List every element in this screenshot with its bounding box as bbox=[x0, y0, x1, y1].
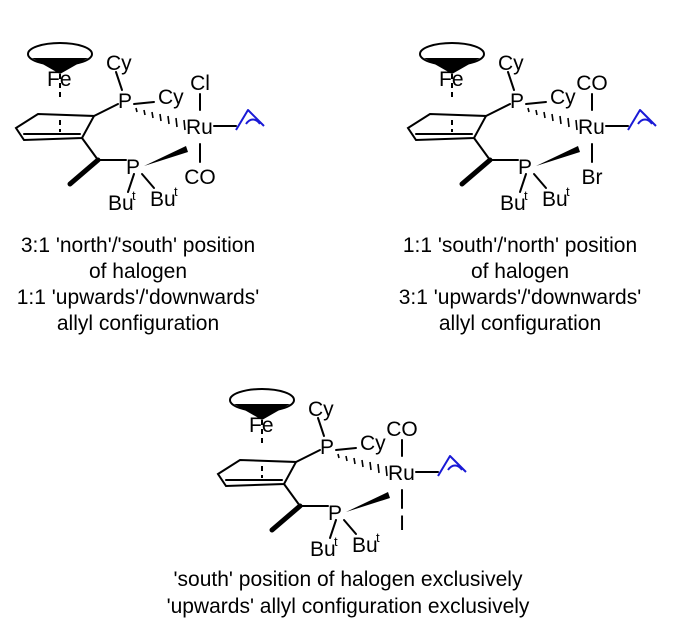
structure-3: Fe Cy Cy P P Ru CO I Bu t Bu t bbox=[218, 389, 466, 561]
but-sup-2: t bbox=[566, 184, 570, 199]
top-ligand-label: CO bbox=[386, 418, 418, 441]
but-sup-2: t bbox=[174, 184, 178, 199]
svg-text:'upwards' allyl configuration: 'upwards' allyl configuration exclusivel… bbox=[167, 595, 530, 618]
p2-label: P bbox=[328, 502, 342, 525]
but-label-1: Bu bbox=[310, 538, 336, 561]
p2-label: P bbox=[518, 156, 532, 179]
svg-text:3:1 'upwards'/'downwards': 3:1 'upwards'/'downwards' bbox=[399, 286, 642, 309]
caption-3: 'south' position of halogen exclusively … bbox=[167, 568, 530, 618]
svg-text:1:1 'upwards'/'downwards': 1:1 'upwards'/'downwards' bbox=[17, 286, 260, 309]
cy-label-1: Cy bbox=[106, 52, 132, 75]
p2-label: P bbox=[126, 156, 140, 179]
but-label-2: Bu bbox=[352, 534, 378, 557]
but-sup-1: t bbox=[132, 188, 136, 203]
cy-label-2: Cy bbox=[550, 86, 576, 109]
structure-1: Fe Cy Cy P P Ru Cl CO Bu t Bu t bbox=[16, 43, 264, 215]
p1-label: P bbox=[510, 90, 524, 113]
p1-label: P bbox=[320, 436, 334, 459]
fe-label: Fe bbox=[47, 68, 72, 91]
p1-label: P bbox=[118, 90, 132, 113]
svg-text:allyl configuration: allyl configuration bbox=[57, 312, 219, 335]
cy-label-2: Cy bbox=[158, 86, 184, 109]
bottom-ligand-label: I bbox=[399, 512, 405, 535]
svg-text:allyl configuration: allyl configuration bbox=[439, 312, 601, 335]
but-label-1: Bu bbox=[108, 192, 134, 215]
but-sup-1: t bbox=[334, 534, 338, 549]
svg-text:1:1 'south'/'north' position: 1:1 'south'/'north' position bbox=[403, 234, 637, 257]
structure-2: Fe Cy Cy P P Ru CO Br Bu t Bu t bbox=[408, 43, 656, 215]
ru-label: Ru bbox=[186, 116, 213, 139]
bottom-ligand-label: Br bbox=[582, 166, 603, 189]
caption-2: 1:1 'south'/'north' position of halogen … bbox=[399, 234, 642, 335]
but-sup-2: t bbox=[376, 530, 380, 545]
ru-label: Ru bbox=[388, 462, 415, 485]
bottom-ligand-label: CO bbox=[184, 166, 216, 189]
cy-label-1: Cy bbox=[308, 398, 334, 421]
but-sup-1: t bbox=[524, 188, 528, 203]
but-label-1: Bu bbox=[500, 192, 526, 215]
top-ligand-label: CO bbox=[576, 72, 608, 95]
cy-label-2: Cy bbox=[360, 432, 386, 455]
fe-label: Fe bbox=[439, 68, 464, 91]
fe-label: Fe bbox=[249, 414, 274, 437]
caption-1: 3:1 'north'/'south' position of halogen … bbox=[17, 234, 260, 335]
svg-text:of halogen: of halogen bbox=[89, 260, 187, 283]
svg-text:3:1 'north'/'south' position: 3:1 'north'/'south' position bbox=[21, 234, 255, 257]
but-label-2: Bu bbox=[150, 188, 176, 211]
svg-text:of halogen: of halogen bbox=[471, 260, 569, 283]
but-label-2: Bu bbox=[542, 188, 568, 211]
ru-label: Ru bbox=[578, 116, 605, 139]
svg-text:'south' position of halogen ex: 'south' position of halogen exclusively bbox=[174, 568, 523, 591]
cy-label-1: Cy bbox=[498, 52, 524, 75]
top-ligand-label: Cl bbox=[190, 72, 210, 95]
